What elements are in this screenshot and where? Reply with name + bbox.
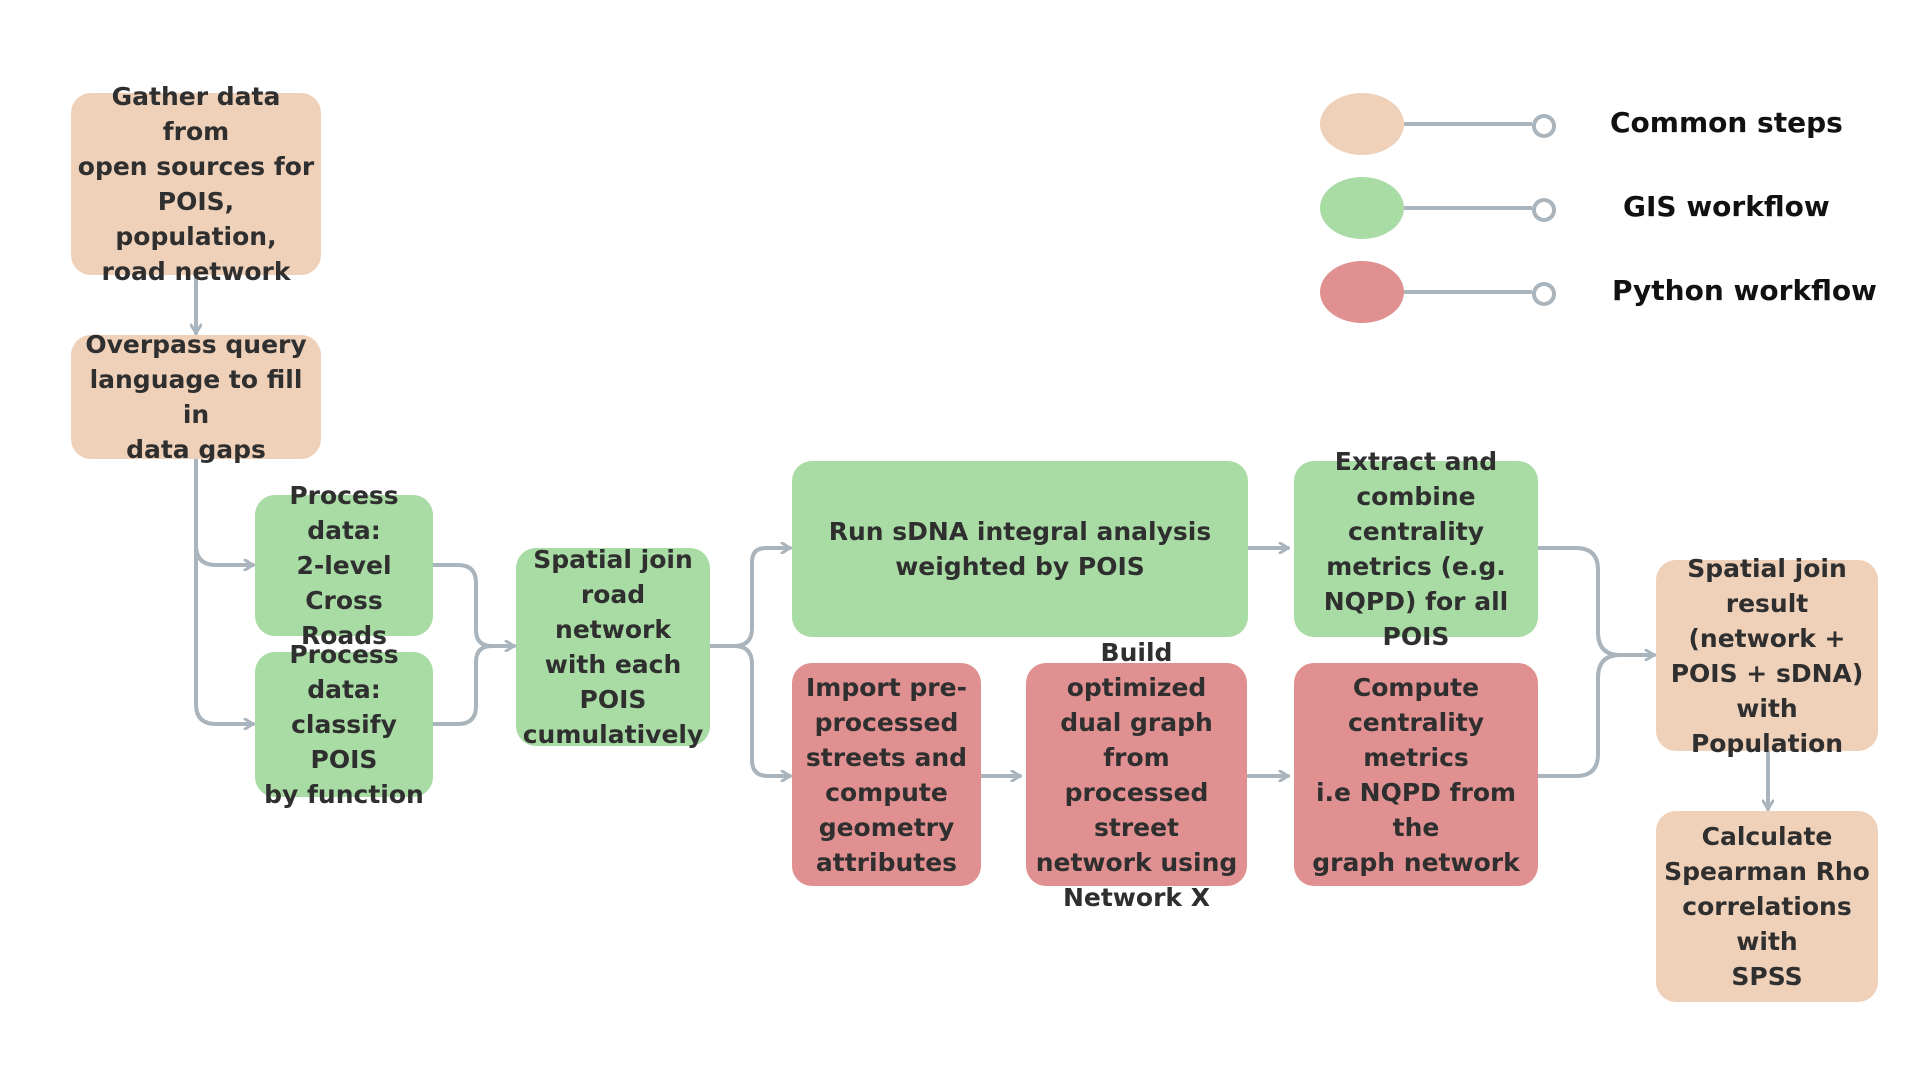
- node-build-line-2: dual graph from: [1060, 707, 1213, 772]
- node-extract-line-1: Extract and: [1334, 447, 1498, 476]
- node-build-dual-graph: Build optimized dual graph from processe…: [1026, 638, 1247, 912]
- node-process-roads-line-3: Roads: [300, 621, 388, 650]
- node-spatial-join-result: Spatial join result (network + POIS + sD…: [1656, 554, 1878, 758]
- node-process-cross-roads: Process data: 2-level Cross Roads: [255, 481, 433, 650]
- node-compute-line-1: Compute: [1352, 672, 1480, 702]
- node-compute-line-2: centrality metrics: [1347, 707, 1485, 772]
- node-spatial-join-road-line-3: with each POIS: [544, 650, 682, 714]
- node-gather-line-3: POIS, population,: [115, 187, 277, 251]
- edge-spatial-join-to-sdna: [707, 548, 792, 648]
- node-result-line-3: POIS + sDNA): [1670, 658, 1864, 688]
- node-build-line-1: Build optimized: [1066, 637, 1207, 702]
- node-overpass-line-2: language to fill in: [89, 365, 303, 429]
- legend-label-gis: GIS workflow: [1623, 190, 1830, 223]
- edge-process-roads-to-spatial-join: [431, 563, 516, 646]
- legend-swatch-common: [1320, 93, 1404, 155]
- node-run-sdna-line-1: Run sDNA integral analysis: [828, 517, 1212, 546]
- node-extract-line-4: NQPD) for all POIS: [1323, 587, 1509, 651]
- edge-overpass-to-process-pois: [194, 543, 255, 724]
- node-overpass-line-3: data gaps: [126, 435, 266, 464]
- legend-swatch-gis: [1320, 177, 1404, 239]
- node-import-line-1: Import pre-: [806, 672, 967, 702]
- legend-connector-dot: [1532, 198, 1556, 222]
- node-extract-line-2: combine centrality: [1347, 482, 1485, 546]
- node-import-line-5: geometry: [818, 812, 955, 842]
- node-import-line-3: streets and: [805, 742, 968, 772]
- node-process-roads-line-2: 2-level Cross: [296, 551, 392, 615]
- node-process-classify-pois: Process data: classify POIS by function: [255, 640, 433, 809]
- node-compute-centrality: Compute centrality metrics i.e NQPD from…: [1294, 663, 1538, 886]
- edge-spatial-join-to-import: [732, 644, 792, 776]
- node-gather-line-2: open sources for: [77, 152, 315, 181]
- node-extract-line-3: metrics (e.g.: [1326, 552, 1506, 581]
- legend-connector-line: [1404, 290, 1532, 294]
- node-spatial-join-road-line-2: road network: [555, 580, 671, 644]
- node-import-line-2: processed: [814, 707, 959, 737]
- legend-connector-line: [1404, 206, 1532, 210]
- edge-extract-to-spatial-join-result: [1536, 546, 1656, 655]
- node-spearman-correlation: Calculate Spearman Rho correlations with…: [1656, 811, 1878, 1002]
- node-build-line-3: processed street: [1064, 777, 1209, 842]
- node-process-pois-line-2: classify POIS: [291, 710, 397, 774]
- node-process-roads-line-1: Process data:: [289, 481, 399, 545]
- node-spatial-join-road-line-4: cumulatively: [522, 720, 704, 749]
- node-spearman-line-1: Calculate: [1701, 822, 1833, 851]
- node-process-pois-line-3: by function: [264, 780, 424, 809]
- node-spearman-line-3: correlations with: [1682, 892, 1852, 956]
- node-process-pois-line-1: Process data:: [289, 640, 399, 704]
- node-spatial-join-road-line-1: Spatial join: [533, 545, 693, 574]
- legend-connector-dot: [1532, 282, 1556, 306]
- edge-overpass-to-process-roads: [194, 456, 255, 565]
- legend-label-python: Python workflow: [1612, 274, 1877, 307]
- legend-connector-dot: [1532, 114, 1556, 138]
- node-import-line-6: attributes: [815, 847, 958, 877]
- node-compute-line-4: graph network: [1312, 847, 1520, 877]
- node-result-line-2: result (network +: [1688, 588, 1846, 653]
- legend-connector-line: [1404, 122, 1532, 126]
- node-overpass-query: Overpass query language to fill in data …: [71, 330, 321, 464]
- node-spearman-line-4: SPSS: [1731, 962, 1803, 991]
- node-gather-line-4: road network: [101, 257, 291, 286]
- node-compute-line-3: i.e NQPD from the: [1315, 777, 1517, 842]
- node-import-line-4: compute: [825, 777, 948, 807]
- legend-label-common: Common steps: [1610, 106, 1843, 139]
- node-build-line-4: network using: [1035, 847, 1238, 877]
- node-result-line-4: with Population: [1690, 693, 1844, 758]
- node-result-line-1: Spatial join: [1687, 553, 1847, 583]
- node-overpass-line-1: Overpass query: [85, 330, 307, 359]
- node-import-streets: Import pre- processed streets and comput…: [792, 663, 981, 886]
- node-run-sdna-line-2: weighted by POIS: [895, 552, 1145, 581]
- node-spearman-line-2: Spearman Rho: [1664, 857, 1870, 886]
- node-gather-line-1: Gather data from: [111, 82, 281, 146]
- node-build-line-5: Network X: [1062, 882, 1211, 912]
- edge-compute-to-spatial-join-result: [1536, 653, 1656, 778]
- node-run-sdna: Run sDNA integral analysis weighted by P…: [792, 461, 1248, 637]
- node-gather-data: Gather data from open sources for POIS, …: [71, 82, 321, 286]
- node-extract-combine-centrality: Extract and combine centrality metrics (…: [1294, 447, 1538, 651]
- edge-process-pois-to-spatial-join: [431, 644, 516, 726]
- node-spatial-join-road-network: Spatial join road network with each POIS…: [516, 545, 710, 749]
- legend-swatch-python: [1320, 261, 1404, 323]
